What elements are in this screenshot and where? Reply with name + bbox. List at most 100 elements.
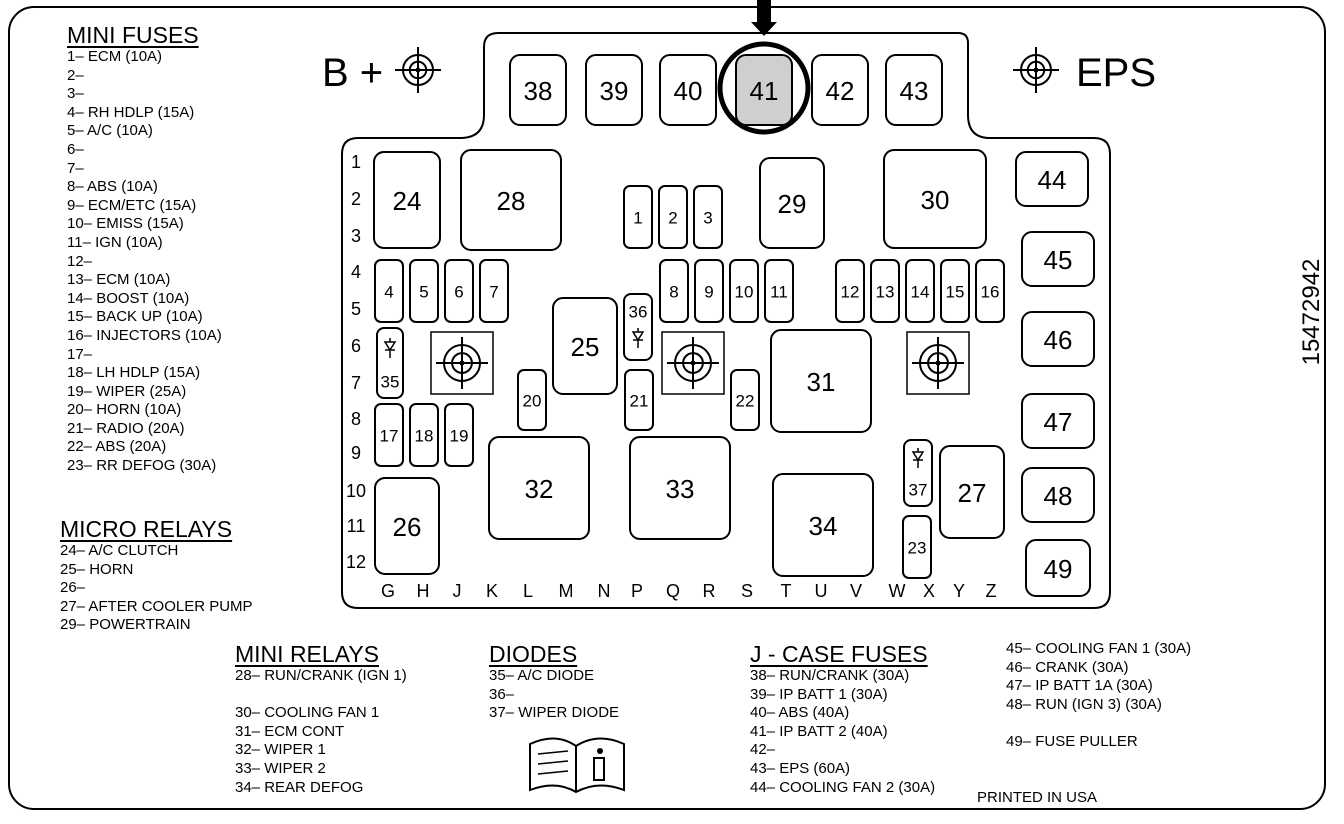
legend-item: 25– HORN bbox=[60, 560, 134, 578]
relay-31[interactable]: 31 bbox=[770, 329, 872, 433]
column-label: T bbox=[781, 581, 792, 601]
legend-item: 21– RADIO (20A) bbox=[67, 419, 185, 437]
legend-item: 27– AFTER COOLER PUMP bbox=[60, 597, 253, 615]
component-number: 11 bbox=[770, 283, 788, 302]
component-number: 19 bbox=[450, 427, 469, 446]
crosshair-stud-icon bbox=[661, 331, 725, 395]
diode-37[interactable]: 37 bbox=[903, 439, 933, 507]
legend-item: 2– bbox=[67, 66, 84, 84]
component-number: 20 bbox=[523, 392, 542, 411]
relay-24[interactable]: 24 bbox=[373, 151, 441, 249]
row-label: 2 bbox=[351, 189, 361, 209]
mini-fuse-22[interactable]: 22 bbox=[730, 369, 760, 431]
eps-crosshair-stud-icon bbox=[1013, 47, 1059, 93]
column-label: R bbox=[703, 581, 716, 601]
relay-29[interactable]: 29 bbox=[759, 157, 825, 249]
mini-fuse-2[interactable]: 2 bbox=[658, 185, 688, 249]
relay-34[interactable]: 34 bbox=[772, 473, 874, 577]
component-number: 13 bbox=[876, 283, 895, 302]
relay-25[interactable]: 25 bbox=[552, 297, 618, 395]
legend-item: 18– LH HDLP (15A) bbox=[67, 364, 201, 382]
relay-27[interactable]: 27 bbox=[939, 445, 1005, 539]
column-label: L bbox=[523, 581, 533, 601]
component-number: 35 bbox=[381, 373, 400, 392]
j-case-fuse-47[interactable]: 47 bbox=[1021, 393, 1095, 449]
row-label: 5 bbox=[351, 299, 361, 319]
mini-fuse-12[interactable]: 12 bbox=[835, 259, 865, 323]
j-case-fuse-44[interactable]: 44 bbox=[1015, 151, 1089, 207]
j-case-fuse-43[interactable]: 43 bbox=[885, 54, 943, 126]
component-number: 40 bbox=[674, 76, 703, 106]
mini-fuse-6[interactable]: 6 bbox=[444, 259, 474, 323]
column-label: P bbox=[631, 581, 643, 601]
highlight-ring bbox=[717, 41, 811, 135]
component-number: 30 bbox=[921, 185, 950, 215]
diode-35[interactable]: 35 bbox=[376, 327, 404, 399]
mini-fuse-1[interactable]: 1 bbox=[623, 185, 653, 249]
component-number: 2 bbox=[668, 209, 677, 228]
legend-item: 28– RUN/CRANK (IGN 1) bbox=[235, 667, 407, 684]
mini-fuse-8[interactable]: 8 bbox=[659, 259, 689, 323]
j-case-fuse-49[interactable]: 49 bbox=[1025, 539, 1091, 597]
mini-fuse-11[interactable]: 11 bbox=[764, 259, 794, 323]
j-case-fuse-45[interactable]: 45 bbox=[1021, 231, 1095, 287]
mini-fuse-23[interactable]: 23 bbox=[902, 515, 932, 579]
row-label: 6 bbox=[351, 336, 361, 356]
mini-fuse-7[interactable]: 7 bbox=[479, 259, 509, 323]
column-label: M bbox=[559, 581, 574, 601]
mini-fuse-15[interactable]: 15 bbox=[940, 259, 970, 323]
relay-30[interactable]: 30 bbox=[883, 149, 987, 249]
legend-item: 30– COOLING FAN 1 bbox=[235, 704, 380, 722]
component-number: 22 bbox=[736, 392, 755, 411]
relay-26[interactable]: 26 bbox=[374, 477, 440, 575]
legend-item: 6– bbox=[67, 140, 84, 158]
legend-item: 38– RUN/CRANK (30A) bbox=[750, 667, 910, 684]
mini-fuse-10[interactable]: 10 bbox=[729, 259, 759, 323]
j-case-fuse-46[interactable]: 46 bbox=[1021, 311, 1095, 367]
component-number: 10 bbox=[735, 283, 754, 302]
legend-title: MINI FUSES bbox=[67, 22, 199, 48]
legend-item: 35– A/C DIODE bbox=[489, 667, 595, 684]
mini-fuse-16[interactable]: 16 bbox=[975, 259, 1005, 323]
component-number: 3 bbox=[703, 209, 712, 228]
mini-fuse-3[interactable]: 3 bbox=[693, 185, 723, 249]
mini-fuse-5[interactable]: 5 bbox=[409, 259, 439, 323]
mini-fuse-17[interactable]: 17 bbox=[374, 403, 404, 467]
legend-mini-relays: MINI RELAYS 28– RUN/CRANK (IGN 1)30– COO… bbox=[235, 641, 407, 797]
legend-item: 46– CRANK (30A) bbox=[1006, 658, 1129, 676]
mini-fuse-19[interactable]: 19 bbox=[444, 403, 474, 467]
diagram-frame bbox=[8, 6, 1326, 810]
component-number: 23 bbox=[908, 539, 927, 558]
mini-fuse-20[interactable]: 20 bbox=[517, 369, 547, 431]
legend-item: 1– ECM (10A) bbox=[67, 48, 163, 65]
legend-item: 9– ECM/ETC (15A) bbox=[67, 196, 197, 214]
row-label: 4 bbox=[351, 262, 361, 282]
relay-32[interactable]: 32 bbox=[488, 436, 590, 540]
component-number: 36 bbox=[629, 303, 648, 322]
column-label: Z bbox=[986, 581, 997, 601]
mini-fuse-21[interactable]: 21 bbox=[624, 369, 654, 431]
j-case-fuse-39[interactable]: 39 bbox=[585, 54, 643, 126]
mini-fuse-4[interactable]: 4 bbox=[374, 259, 404, 323]
mini-fuse-13[interactable]: 13 bbox=[870, 259, 900, 323]
component-number: 47 bbox=[1044, 407, 1073, 437]
component-number: 46 bbox=[1044, 325, 1073, 355]
legend-item: 37– WIPER DIODE bbox=[489, 704, 620, 722]
j-case-fuse-42[interactable]: 42 bbox=[811, 54, 869, 126]
legend-item: 8– ABS (10A) bbox=[67, 178, 158, 196]
j-case-fuse-41[interactable]: 41 bbox=[735, 54, 793, 126]
component-number: 21 bbox=[630, 392, 649, 411]
relay-33[interactable]: 33 bbox=[629, 436, 731, 540]
mini-fuse-18[interactable]: 18 bbox=[409, 403, 439, 467]
component-number: 39 bbox=[600, 76, 629, 106]
diode-36[interactable]: 36 bbox=[623, 293, 653, 361]
j-case-fuse-40[interactable]: 40 bbox=[659, 54, 717, 126]
legend-item: 17– bbox=[67, 345, 93, 363]
legend-item: 39– IP BATT 1 (30A) bbox=[750, 685, 888, 703]
j-case-fuse-38[interactable]: 38 bbox=[509, 54, 567, 126]
mini-fuse-14[interactable]: 14 bbox=[905, 259, 935, 323]
mini-fuse-9[interactable]: 9 bbox=[694, 259, 724, 323]
j-case-fuse-48[interactable]: 48 bbox=[1021, 467, 1095, 523]
info-manual-icon bbox=[529, 737, 625, 794]
relay-28[interactable]: 28 bbox=[460, 149, 562, 251]
